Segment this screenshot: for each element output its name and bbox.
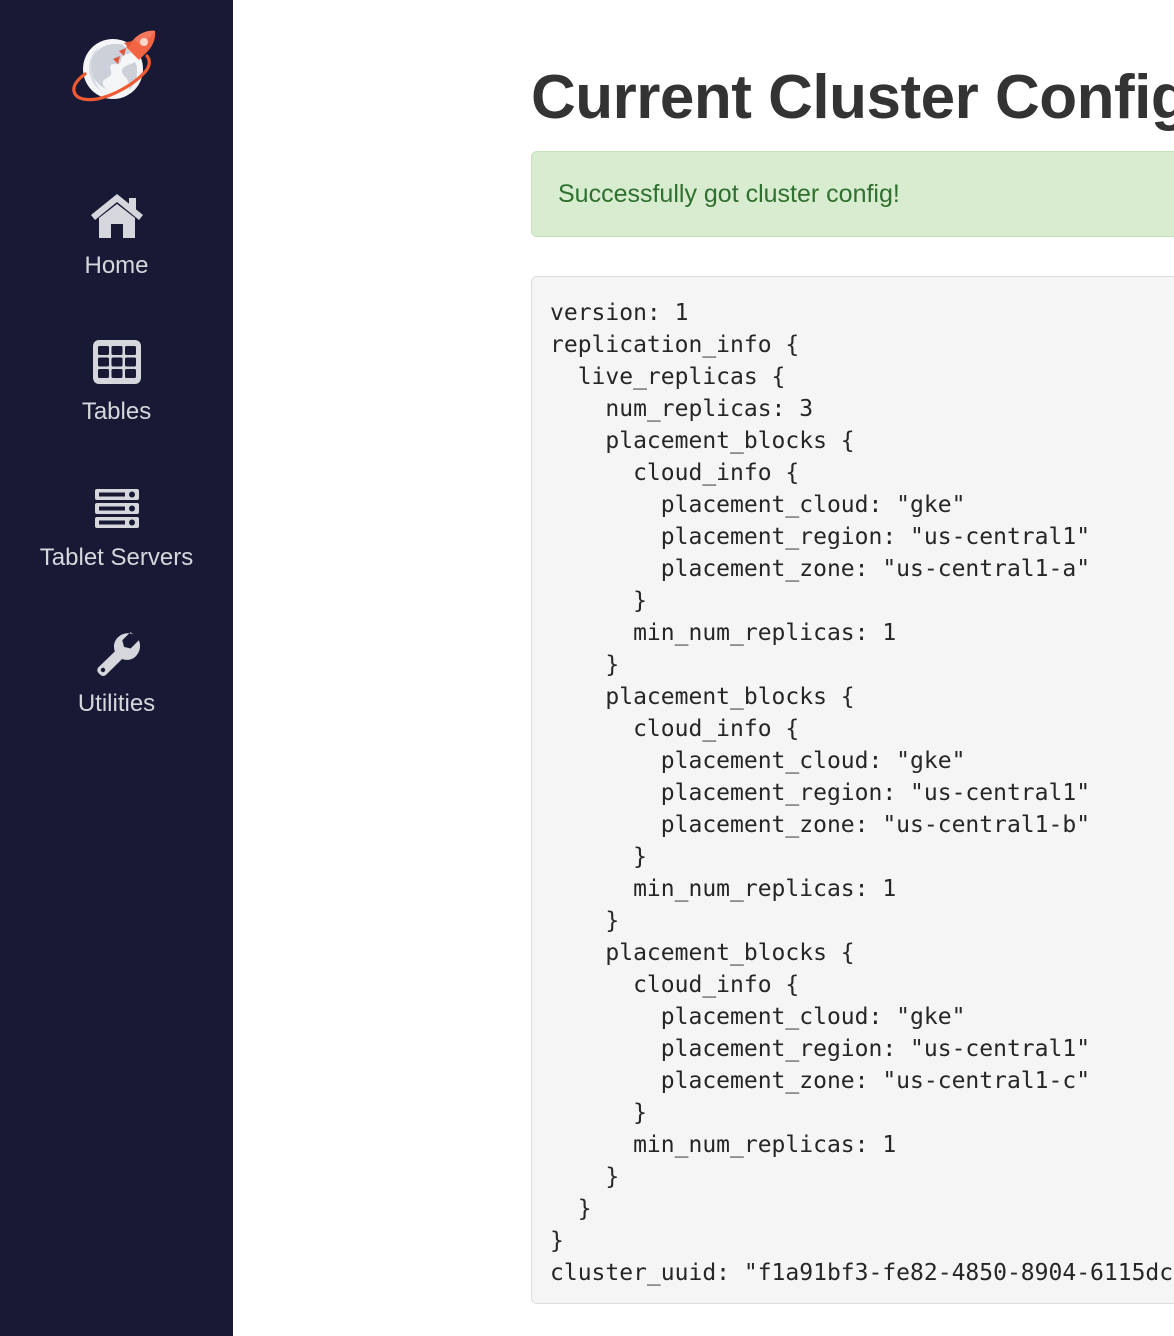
sidebar-item-tablet-servers[interactable]: Tablet Servers	[0, 482, 233, 572]
page-title: Current Cluster Config	[531, 63, 1174, 132]
server-stack-icon	[94, 489, 139, 528]
brand-logo-link[interactable]	[69, 22, 165, 190]
alert-message: Successfully got cluster config!	[558, 179, 900, 208]
yugabyte-rocket-globe-logo	[71, 30, 155, 102]
table-grid-icon	[92, 340, 141, 384]
wrench-icon	[96, 632, 140, 676]
sidebar-item-tables[interactable]: Tables	[0, 336, 233, 426]
status-alert-success: Successfully got cluster config!	[531, 151, 1174, 237]
cluster-config-text[interactable]: version: 1 replication_info { live_repli…	[550, 300, 1174, 1286]
sidebar-item-label: Utilities	[77, 690, 156, 717]
sidebar-item-label: Tablet Servers	[39, 544, 194, 571]
home-icon	[90, 194, 143, 238]
sidebar: Home Tables	[0, 0, 233, 1336]
sidebar-item-home[interactable]: Home	[0, 190, 233, 280]
sidebar-item-label: Home	[84, 252, 149, 279]
cluster-config-card: version: 1 replication_info { live_repli…	[531, 276, 1174, 1304]
sidebar-item-label: Tables	[81, 398, 152, 425]
main-content: Current Cluster Config Successfully got …	[233, 0, 1174, 1336]
sidebar-item-utilities[interactable]: Utilities	[0, 628, 233, 718]
